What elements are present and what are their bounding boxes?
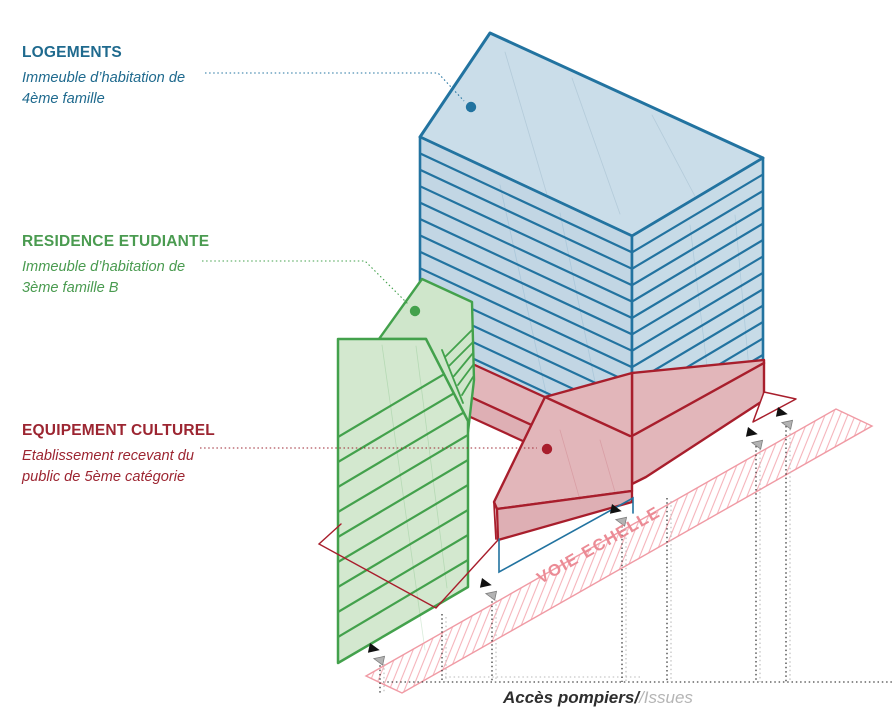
residence-wall-texture [381, 344, 448, 651]
legend-residence-line2: 3ème famille B [22, 279, 119, 296]
access-marker [609, 504, 628, 527]
ground-footprint-lines [317, 496, 634, 609]
fire-lane-band [364, 408, 874, 694]
housing-floor-lines-left [420, 152, 632, 434]
legend-logements: LOGEMENTS Immeuble d’habitation de 4ème … [22, 44, 237, 109]
cultural-footprint-line [317, 523, 499, 609]
cultural-leader-dot [541, 443, 553, 455]
access-marker [775, 407, 794, 430]
access-marker [745, 427, 764, 450]
legend-equipement-subtitle: Etablissement recevant du public de 5ème… [22, 446, 237, 487]
cultural-ground-endcap [752, 391, 797, 423]
access-marker [479, 578, 498, 601]
exit-arrow-icon [750, 439, 764, 450]
access-marker [367, 643, 386, 666]
exit-arrow-icon [614, 516, 628, 527]
exit-arrow-icon [484, 590, 498, 601]
fire-access-arrow-icon [609, 504, 622, 514]
residence-roof-steps [441, 329, 474, 404]
legend-residence-line1: Immeuble d’habitation de [22, 259, 186, 275]
projection-lines-black [379, 426, 787, 694]
legend-residence-subtitle: Immeuble d’habitation de 3ème famille B [22, 257, 237, 298]
exit-arrow-icon [780, 419, 794, 430]
housing-leader-line [205, 72, 465, 102]
legend-equipement-line2: public de 5ème catégorie [22, 468, 186, 485]
residence-leader-line [202, 260, 410, 306]
housing-wall-texture [499, 184, 751, 436]
fire-lane-hatch-area [364, 408, 874, 694]
legend-residence: RESIDENCE ETUDIANTE Immeuble d’habitatio… [22, 233, 237, 298]
projection-lines-gray [383, 429, 791, 694]
footer-caption-light: /Issues [639, 688, 693, 707]
cultural-point-fascia [495, 489, 634, 542]
cultural-roof-texture [559, 429, 616, 501]
student-residence-building [336, 277, 476, 665]
footer-caption: Accès pompiers//Issues [503, 688, 693, 708]
housing-footprint-line [498, 496, 634, 574]
fire-access-arrow-icon [775, 407, 788, 417]
residence-floor-lines [338, 358, 468, 639]
legend-logements-subtitle: Immeuble d’habitation de 4ème famille [22, 68, 237, 109]
legend-residence-title: RESIDENCE ETUDIANTE [22, 233, 210, 250]
legend-logements-line2: 4ème famille [22, 90, 105, 107]
dimension-lines [379, 426, 892, 694]
legend-equipement-line1: Etablissement recevant du [22, 448, 194, 464]
cultural-right-fold-line [630, 361, 766, 438]
fire-access-arrow-icon [479, 578, 492, 588]
residence-leader-dot [409, 305, 421, 317]
leader-lines [200, 72, 553, 455]
legend-logements-title: LOGEMENTS [22, 44, 122, 61]
fire-access-arrow-icon [367, 643, 380, 653]
access-markers [367, 407, 794, 666]
legend-logements-line1: Immeuble d’habitation de [22, 70, 186, 86]
cultural-building [464, 358, 797, 542]
footer-caption-dark: Accès pompiers/ [503, 688, 640, 707]
fire-access-arrow-icon [745, 427, 758, 437]
exit-arrow-icon [372, 655, 386, 666]
legend-equipement: EQUIPEMENT CULTUREL Etablissement receva… [22, 422, 237, 487]
cultural-point-ridge [543, 395, 632, 438]
housing-leader-dot [465, 101, 477, 113]
cultural-point-apex-edge [493, 502, 497, 540]
legend-equipement-title: EQUIPEMENT CULTUREL [22, 422, 215, 439]
residence-front-slab [336, 337, 470, 665]
